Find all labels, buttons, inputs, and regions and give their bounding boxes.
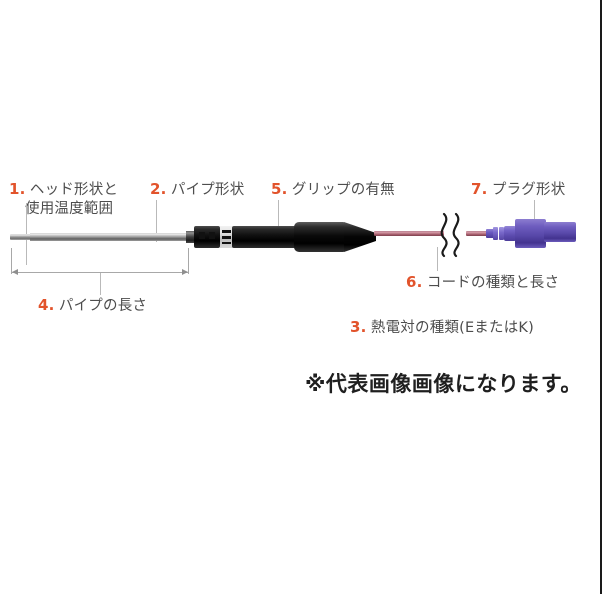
dimension-tick-left xyxy=(11,248,12,274)
dimension-tick-right xyxy=(188,248,189,274)
plug-ring-2 xyxy=(499,227,504,240)
leader-line-pipe-length xyxy=(100,273,101,295)
cord-segment-left xyxy=(374,231,444,236)
callout-label-7: プラグ形状 xyxy=(491,182,566,198)
leader-line-cord xyxy=(437,247,438,271)
probe-pipe-joint xyxy=(186,231,196,243)
plug-blade-housing xyxy=(544,222,576,242)
leader-line-pipe-shape xyxy=(156,200,157,242)
callout-label-3: 熱電対の種類(EまたはK) xyxy=(370,320,534,336)
cord-segment-right xyxy=(466,231,488,236)
probe-head-slot-right xyxy=(209,232,215,239)
representative-image-notice: ※代表画像画像になります。 xyxy=(305,372,582,396)
leader-line-plug xyxy=(534,200,535,226)
probe-label-stripe-top xyxy=(222,230,231,233)
callout-number-2: 2. xyxy=(150,180,167,198)
callout-label-4: パイプの長さ xyxy=(58,298,148,314)
callout-label-1-line2: 使用温度範囲 xyxy=(25,201,114,217)
callout-number-7: 7. xyxy=(471,180,488,198)
probe-pipe xyxy=(30,233,192,241)
probe-label-stripe-bottom xyxy=(222,242,231,244)
plug-ring-1 xyxy=(493,227,498,240)
callout-number-3: 3. xyxy=(350,318,367,336)
callout-label-6: コードの種類と長さ xyxy=(426,275,560,291)
probe-head-slot-left xyxy=(199,232,205,239)
image-right-border xyxy=(600,0,602,594)
callout-number-4: 4. xyxy=(38,296,55,314)
plug-barrel xyxy=(504,226,516,241)
callout-thermocouple-type: 3. 熱電対の種類(EまたはK) xyxy=(350,318,534,338)
image-right-margin xyxy=(602,0,606,594)
callout-label-5: グリップの有無 xyxy=(291,182,395,198)
dimension-arrow-right xyxy=(182,269,188,275)
dimension-line-pipe-length xyxy=(11,272,189,273)
probe-grip xyxy=(294,222,346,252)
cord-break-symbol xyxy=(440,212,460,258)
leader-line-grip xyxy=(278,200,279,230)
probe-grip-taper xyxy=(344,222,376,252)
probe-label-stripe-mid xyxy=(222,236,231,239)
plug-body xyxy=(515,219,546,248)
callout-cord-type-and-length: 6. コードの種類と長さ xyxy=(406,273,559,293)
callout-number-1: 1. xyxy=(9,180,26,198)
dimension-arrow-left xyxy=(12,269,18,275)
probe-head-body xyxy=(194,226,220,248)
plug-strain-relief xyxy=(486,229,494,238)
callout-plug-shape: 7. プラグ形状 xyxy=(471,180,565,200)
callout-number-6: 6. xyxy=(406,273,423,291)
probe-mid-shaft xyxy=(232,226,296,248)
callout-number-5: 5. xyxy=(271,180,288,198)
callout-pipe-shape: 2. パイプ形状 xyxy=(150,180,244,200)
probe-tip xyxy=(10,234,32,240)
callout-grip-presence: 5. グリップの有無 xyxy=(271,180,395,200)
callout-label-2: パイプ形状 xyxy=(170,182,245,198)
callout-pipe-length: 4. パイプの長さ xyxy=(38,296,147,316)
callout-label-1: ヘッド形状と xyxy=(29,182,119,198)
callout-head-shape-and-temp-range: 1. ヘッド形状と 使用温度範囲 xyxy=(9,180,118,218)
